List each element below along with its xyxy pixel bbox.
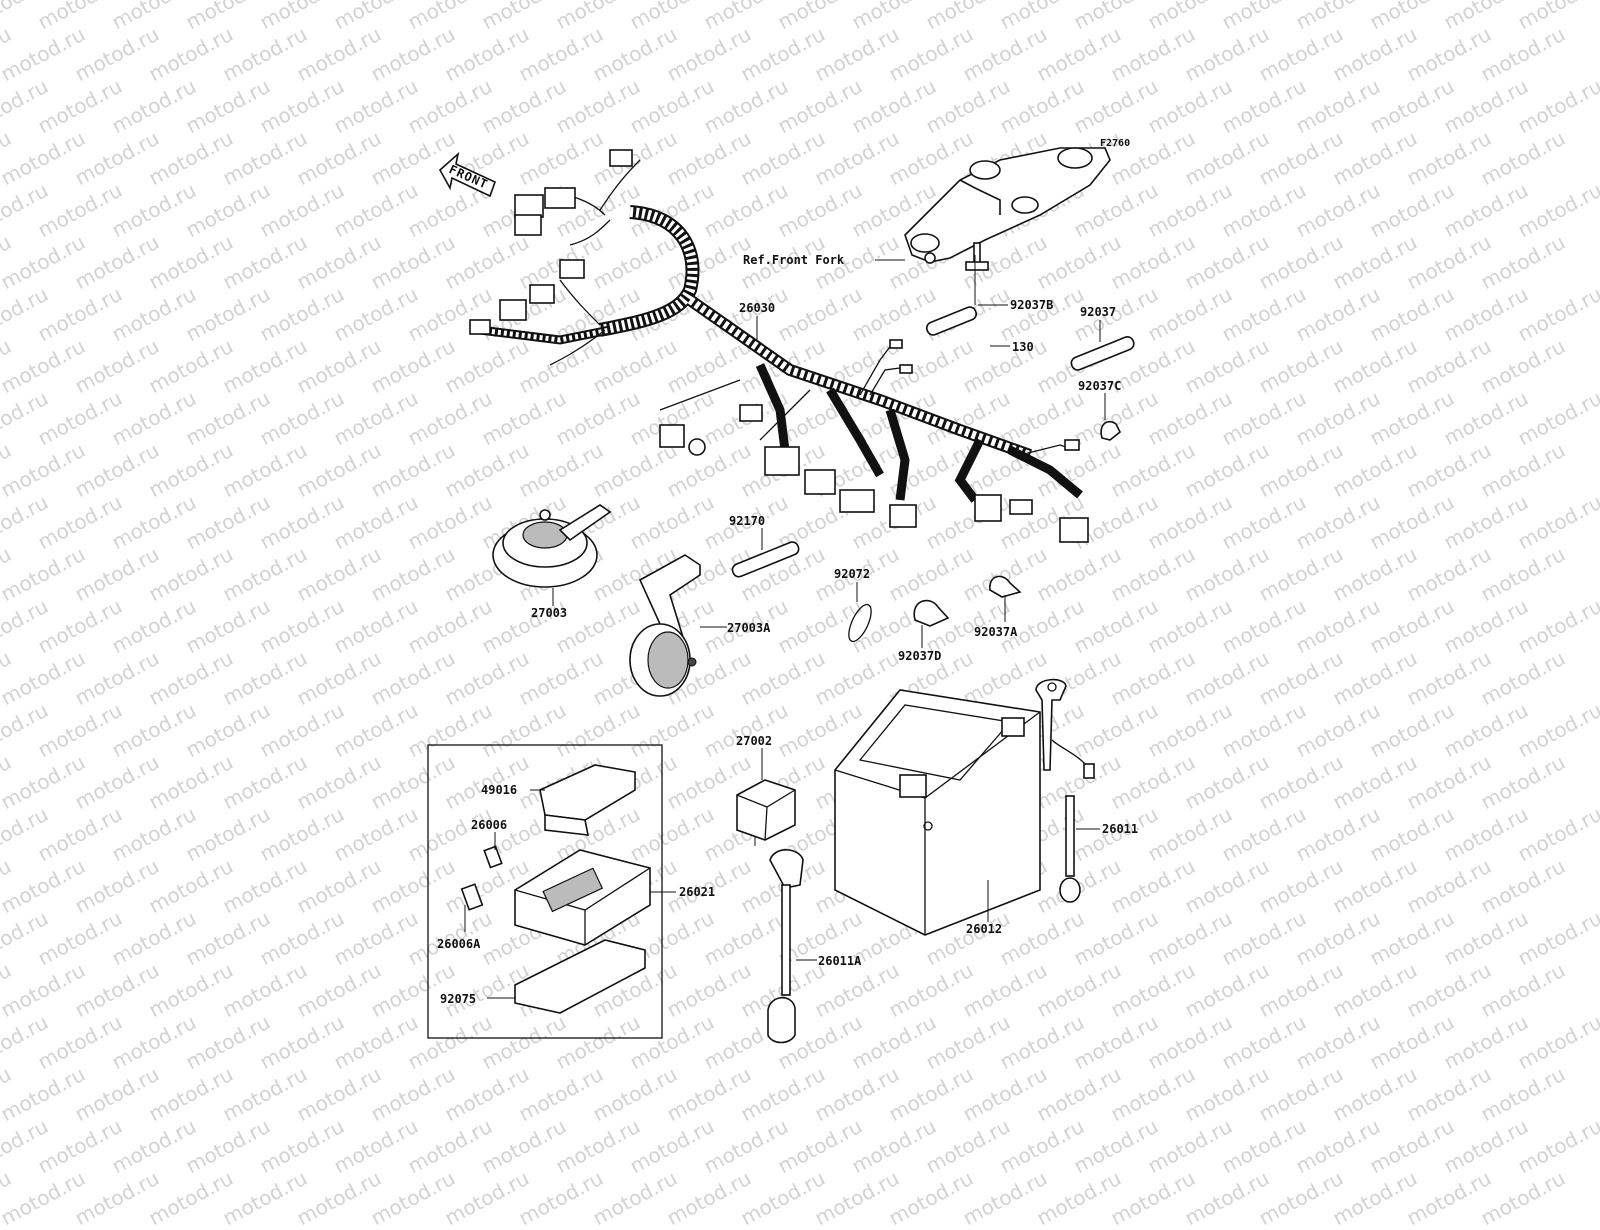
- label-130: 130: [1012, 340, 1034, 354]
- cable-26011-illustration: [1035, 678, 1095, 903]
- label-26011: 26011: [1102, 822, 1139, 836]
- horn-27003A-illustration: [629, 554, 701, 697]
- fuse-box-26021: [514, 849, 651, 946]
- bolt-130: [965, 242, 989, 271]
- label-92075: 92075: [440, 992, 477, 1006]
- label-26006A: 26006A: [437, 937, 481, 951]
- label-49016: 49016: [481, 783, 518, 797]
- label-26012: 26012: [966, 922, 1003, 936]
- battery-26012-illustration: [834, 689, 1041, 936]
- label-27002: 27002: [736, 734, 773, 748]
- strap-92170: [731, 541, 800, 578]
- band-92072: [848, 603, 872, 643]
- fuse-box-cover-49016: [539, 764, 636, 836]
- leader-lines: [464, 255, 1106, 999]
- clamp-92037A: [989, 575, 1022, 598]
- strap-92037: [1070, 336, 1135, 371]
- strap-92037B: [925, 306, 978, 336]
- label-92037A: 92037A: [974, 625, 1018, 639]
- clamp-92037D: [913, 599, 950, 627]
- front-arrow-icon: [438, 151, 496, 198]
- label-27003A: 27003A: [727, 621, 771, 635]
- wiring-harness-illustration: [469, 149, 1089, 543]
- label-ref-front-fork: Ref.Front Fork: [743, 253, 845, 267]
- label-26030: 26030: [739, 301, 776, 315]
- label-92072: 92072: [834, 567, 871, 581]
- label-26006: 26006: [471, 818, 508, 832]
- label-92037D: 92037D: [898, 649, 942, 663]
- label-92170: 92170: [729, 514, 766, 528]
- fuse-26006A: [460, 883, 484, 911]
- diagram-code: F2760: [1100, 138, 1131, 149]
- relay-27002-illustration: [736, 779, 796, 846]
- label-26011A: 26011A: [818, 954, 862, 968]
- parts-diagram: [427, 147, 1135, 1044]
- label-92037: 92037: [1080, 305, 1117, 319]
- triple-clamp-illustration: [904, 147, 1111, 264]
- cable-26011A-illustration: [767, 849, 804, 1044]
- label-26021: 26021: [679, 885, 716, 899]
- label-92037C: 92037C: [1078, 379, 1122, 393]
- label-27003: 27003: [531, 606, 568, 620]
- fuse-26006: [483, 845, 503, 869]
- fuse-box-bottom-92075: [514, 939, 646, 1014]
- clamp-92037C: [1100, 420, 1122, 441]
- label-92037B: 92037B: [1010, 298, 1054, 312]
- horn-27003-illustration: [492, 504, 612, 588]
